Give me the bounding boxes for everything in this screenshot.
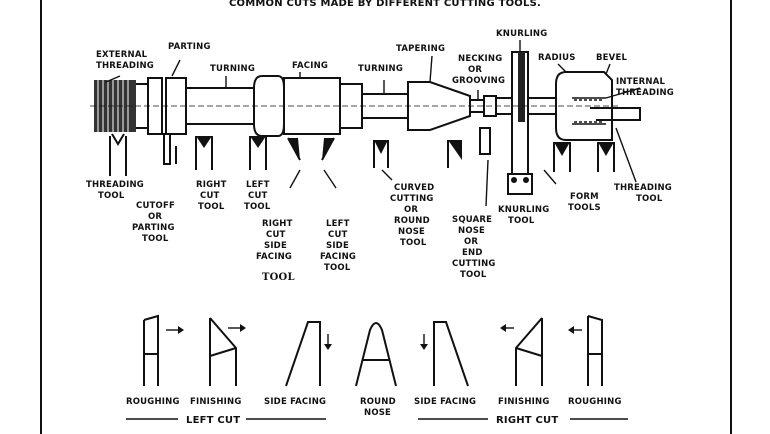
svg-text:TOOL: TOOL: [460, 270, 487, 280]
form-tool-radius: [554, 142, 570, 156]
svg-text:TOOL: TOOL: [198, 202, 225, 212]
svg-text:CUTTING: CUTTING: [452, 259, 496, 269]
svg-text:GROOVING: GROOVING: [452, 76, 505, 86]
svg-text:TOOL: TOOL: [142, 234, 169, 244]
profile-side-facing-left: [285, 321, 332, 387]
diagram-title: COMMON CUTS MADE BY DIFFERENT CUTTING TO…: [229, 0, 541, 9]
svg-text:NOSE: NOSE: [458, 226, 485, 236]
label-finishing-left: FINISHING: [190, 397, 242, 407]
svg-text:THREADING: THREADING: [616, 88, 674, 98]
label-knurling-tool: KNURLING: [498, 205, 549, 215]
label-turning-1: TURNING: [210, 64, 255, 74]
label-bevel: BEVEL: [596, 53, 627, 63]
svg-text:CUTTING: CUTTING: [390, 194, 434, 204]
form-tool-bevel: [598, 142, 614, 156]
label-round-nose: ROUND: [360, 397, 396, 407]
svg-text:CUT: CUT: [266, 230, 286, 240]
svg-text:SIDE: SIDE: [326, 241, 349, 251]
parting-tool: [163, 133, 171, 165]
profile-round-nose: [355, 322, 397, 387]
tool-labels: THREADING TOOL CUTOFF OR PARTING TOOL RI…: [86, 180, 672, 283]
svg-text:OR: OR: [464, 237, 478, 247]
label-knurling: KNURLING: [496, 29, 547, 39]
profile-roughing-left: [143, 314, 184, 386]
svg-text:SIDE: SIDE: [264, 241, 287, 251]
lathe-tools: [109, 107, 641, 195]
svg-text:THREADING: THREADING: [96, 61, 154, 71]
frame-border: [40, 0, 732, 434]
profile-side-facing-right: [420, 321, 469, 387]
left-cut-tool: [250, 136, 266, 148]
label-square-nose-tool: SQUARE: [452, 215, 492, 225]
svg-text:NOSE: NOSE: [364, 408, 391, 418]
profile-roughing-right: [568, 315, 603, 386]
group-labels: LEFT CUT RIGHT CUT: [126, 415, 628, 426]
label-radius: RADIUS: [538, 53, 576, 63]
label-necking: NECKING: [458, 54, 502, 64]
tool-profiles: [143, 314, 603, 387]
profile-finishing-left: [209, 317, 246, 386]
label-left-cut-side-facing-tool: LEFT: [326, 219, 350, 229]
label-left-cut-tool: LEFT: [246, 180, 270, 190]
svg-text:PARTING: PARTING: [132, 223, 175, 233]
svg-text:FACING: FACING: [256, 252, 292, 262]
svg-text:TOOL: TOOL: [98, 191, 125, 201]
label-parting: PARTING: [168, 42, 211, 52]
svg-text:TOOL: TOOL: [636, 194, 663, 204]
label-finishing-right: FINISHING: [498, 397, 550, 407]
svg-text:CUT: CUT: [200, 191, 220, 201]
svg-text:CUT: CUT: [248, 191, 268, 201]
workpiece: [90, 51, 620, 175]
svg-text:OR: OR: [148, 212, 162, 222]
label-form-tools: FORM: [570, 192, 599, 202]
svg-text:NOSE: NOSE: [398, 227, 425, 237]
bottom-labels: ROUGHING FINISHING SIDE FACING ROUND NOS…: [126, 397, 622, 418]
profile-finishing-right: [500, 317, 543, 386]
label-tapering: TAPERING: [396, 44, 445, 54]
label-right-cut-side-facing-tool: RIGHT: [262, 219, 293, 229]
internal-threading-tool: [590, 107, 641, 121]
svg-text:OR: OR: [468, 65, 482, 75]
label-right-cut-tool: RIGHT: [196, 180, 227, 190]
right-cut-tool: [196, 136, 212, 148]
svg-text:TOOL: TOOL: [324, 263, 351, 273]
label-side-facing-right: SIDE FACING: [414, 397, 476, 407]
taper-tool: [448, 140, 462, 160]
label-curved-cutting-tool: CURVED: [394, 183, 434, 193]
svg-text:TOOL: TOOL: [244, 202, 271, 212]
round-nose-tool: [374, 140, 388, 154]
svg-text:TOOL: TOOL: [262, 272, 295, 283]
svg-text:CUT: CUT: [328, 230, 348, 240]
label-right-cut: RIGHT CUT: [496, 415, 558, 426]
knurling-tool: [507, 173, 533, 195]
label-facing: FACING: [292, 61, 328, 71]
svg-text:FACING: FACING: [320, 252, 356, 262]
top-labels: EXTERNAL THREADING PARTING TURNING FACIN…: [96, 29, 674, 98]
label-threading-tool: THREADING: [86, 180, 144, 190]
label-turning-2: TURNING: [358, 64, 403, 74]
svg-text:TOOL: TOOL: [508, 216, 535, 226]
svg-text:ROUND: ROUND: [394, 216, 430, 226]
label-cutoff-tool: CUTOFF: [136, 201, 175, 211]
label-roughing-right: ROUGHING: [568, 397, 622, 407]
svg-text:OR: OR: [404, 205, 418, 215]
label-left-cut: LEFT CUT: [186, 415, 240, 426]
label-threading-tool-2: THREADING: [614, 183, 672, 193]
square-nose-tool: [479, 127, 491, 155]
svg-text:TOOL: TOOL: [400, 238, 427, 248]
svg-text:END: END: [462, 248, 483, 258]
label-external-threading: EXTERNAL: [96, 50, 148, 60]
svg-text:TOOLS: TOOLS: [568, 203, 601, 213]
threading-tool-tip: [111, 133, 125, 146]
leader-lines: [105, 40, 641, 207]
label-side-facing-left: SIDE FACING: [264, 397, 326, 407]
label-roughing-left: ROUGHING: [126, 397, 180, 407]
label-internal-threading: INTERNAL: [616, 77, 666, 87]
